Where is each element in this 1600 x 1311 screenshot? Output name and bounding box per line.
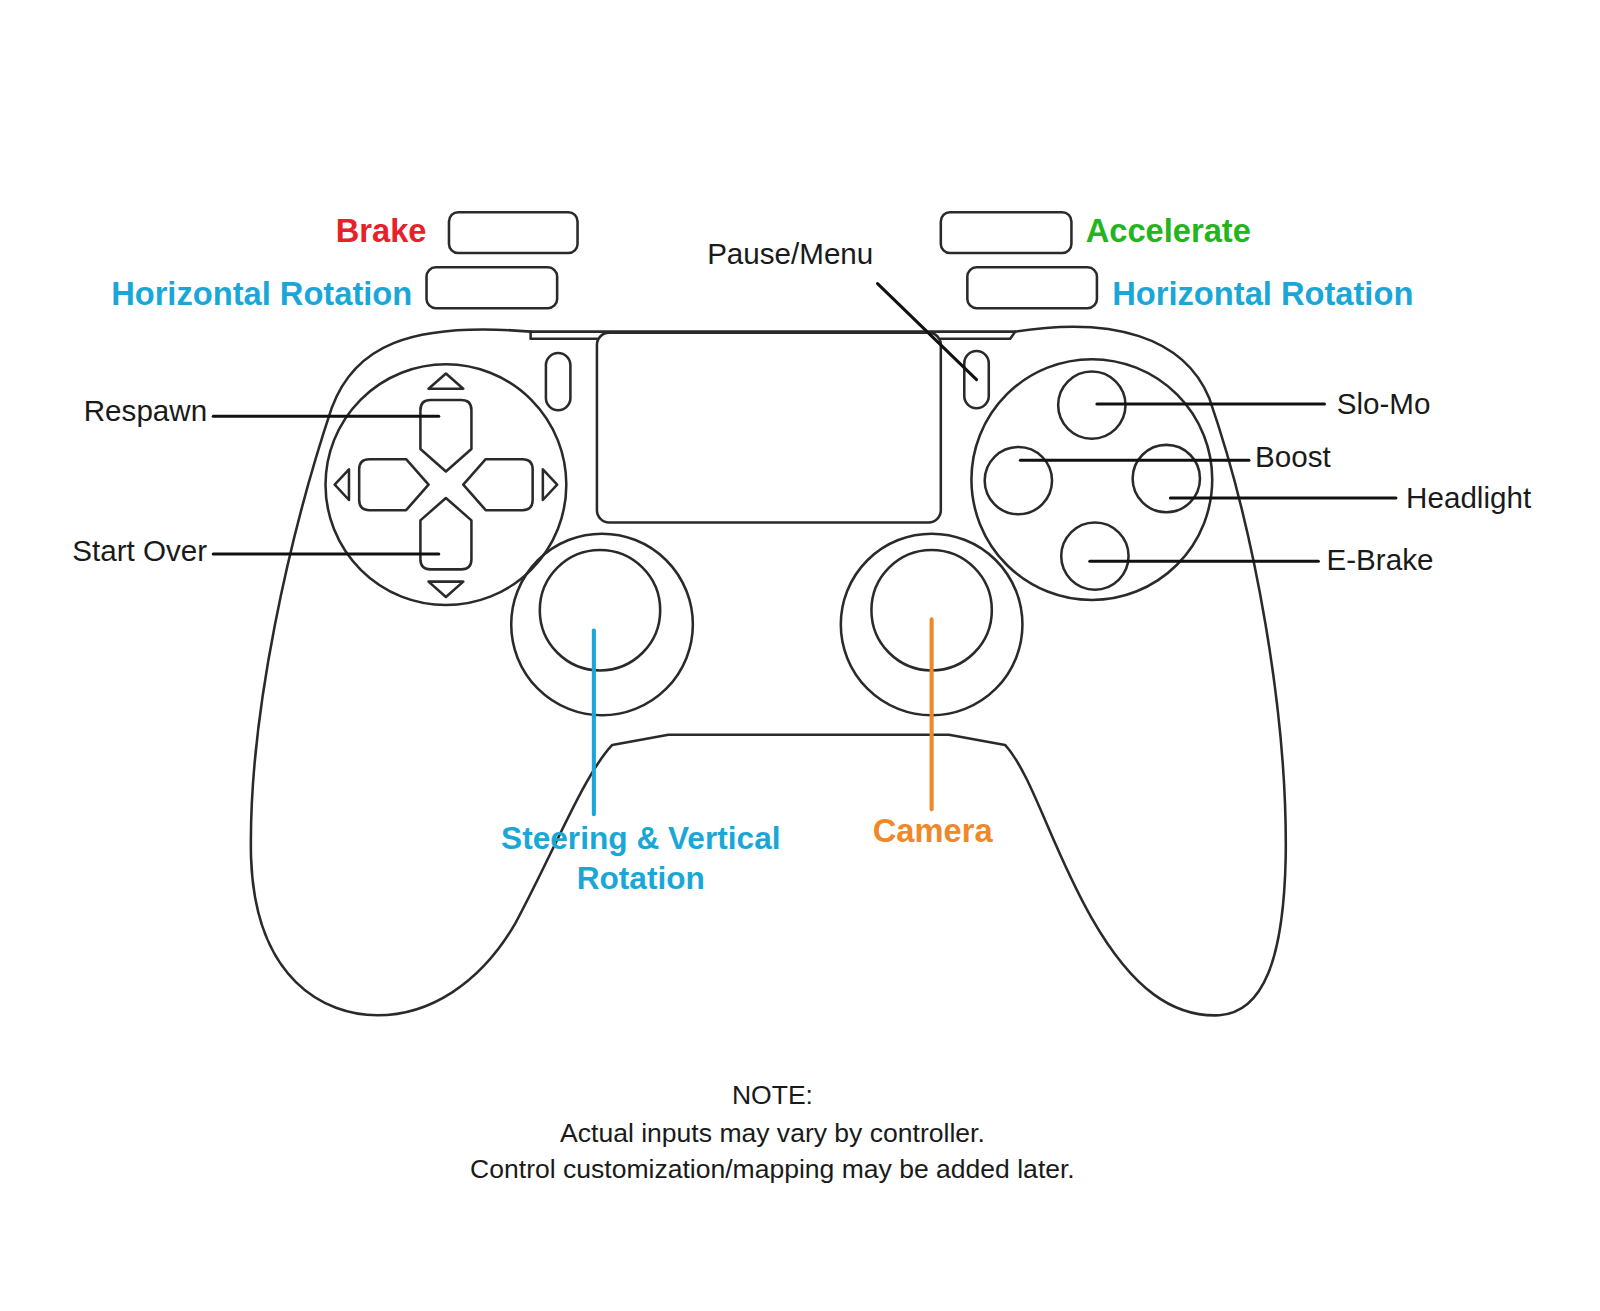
note-label: Actual inputs may vary by controller. — [560, 1116, 985, 1149]
dpad-right — [463, 459, 532, 510]
dpad-up — [420, 400, 471, 471]
dpad-arrow — [335, 373, 557, 596]
right-trigger — [941, 212, 1072, 253]
button-label: Pause/Menu — [707, 236, 873, 273]
stick-leader — [930, 619, 934, 809]
leader-line — [213, 553, 439, 556]
leader-line — [1090, 560, 1319, 563]
button-label: Boost — [1255, 439, 1331, 476]
controller-body — [251, 327, 1286, 1016]
trigger-label: Accelerate — [1086, 210, 1251, 251]
leader-lines — [213, 284, 1396, 562]
dpad-left — [359, 459, 428, 510]
left-stick — [540, 550, 660, 670]
leader-line — [1170, 496, 1396, 499]
stick-leader — [592, 631, 596, 815]
leader-line — [213, 415, 439, 418]
left-trigger — [449, 212, 578, 253]
button-label: Headlight — [1406, 479, 1531, 516]
stick-label: Camera — [873, 810, 993, 851]
button-label: Respawn — [84, 393, 207, 430]
face-button — [1133, 445, 1200, 512]
left-stick-ring — [511, 534, 693, 716]
button-label: E-Brake — [1327, 542, 1434, 579]
face-button — [1061, 522, 1128, 589]
stick-label: Steering & Vertical Rotation — [488, 820, 794, 899]
right-bumper — [967, 267, 1097, 308]
button-label: Slo-Mo — [1337, 386, 1431, 423]
touchpad — [597, 333, 941, 523]
leader-line — [878, 284, 977, 380]
bumper-label: Horizontal Rotation — [111, 273, 412, 314]
button-label: Start Over — [72, 533, 207, 570]
face-button — [985, 447, 1052, 514]
note-label: Control customization/mapping may be add… — [470, 1152, 1075, 1185]
dpad-down — [420, 498, 471, 569]
left-bumper — [427, 267, 558, 308]
face-ring — [971, 359, 1212, 600]
bumper-label: Horizontal Rotation — [1112, 273, 1413, 314]
note-label: NOTE: — [732, 1078, 813, 1111]
trigger-label: Brake — [336, 210, 427, 251]
leader-line — [1020, 459, 1249, 462]
share-button — [546, 353, 570, 410]
leader-line — [1097, 403, 1325, 406]
